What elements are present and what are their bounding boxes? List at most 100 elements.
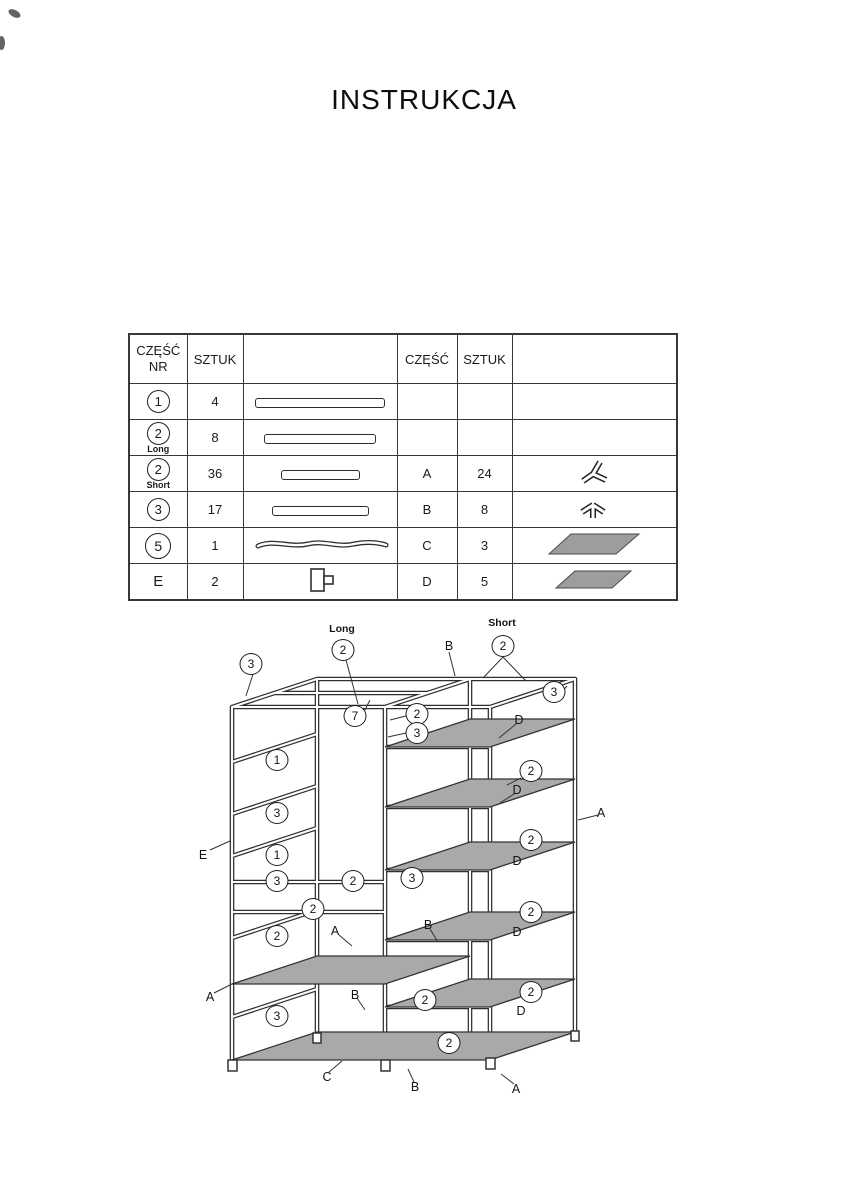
part-image-cell: [242, 455, 398, 492]
header-qty-right: SZTUK: [456, 333, 513, 384]
part-qty-cell: [456, 383, 513, 420]
diagram-part-label-3: 3: [400, 867, 424, 889]
part-letter-cell: D: [396, 563, 458, 601]
part-number-circled: 1: [146, 390, 170, 413]
diagram-letter-label-b: B: [410, 1080, 420, 1094]
part-qty-cell: 3: [456, 527, 513, 564]
tee-connector-icon: [580, 502, 606, 518]
diagram-letter-label-d: D: [516, 1004, 526, 1018]
diagram-part-label-1: 1: [265, 844, 289, 866]
part-qty-cell: 2: [186, 563, 244, 601]
part-qty-cell: 36: [186, 455, 244, 492]
corner-connector-icon: [581, 460, 608, 484]
table-row-part-5: 5 1 C 3: [128, 527, 678, 564]
diagram-part-label-3: 3: [265, 1005, 289, 1027]
part-image-cell: [511, 419, 678, 456]
part-image-cell: [511, 527, 678, 564]
shelf-panel: [384, 778, 576, 808]
scan-artifact: [7, 7, 22, 20]
part-image-cell: [242, 491, 398, 528]
diagram-letter-label-d: D: [512, 783, 522, 797]
diagram-part-label-2: 2: [519, 981, 543, 1003]
part-image-cell: [511, 383, 678, 420]
part-caption: Short: [146, 479, 171, 490]
part-image-cell: [242, 527, 398, 564]
table-header-row: CZĘŚĆ NR SZTUK CZĘŚĆ SZTUK: [128, 333, 678, 384]
diagram-letter-label-b: B: [350, 988, 360, 1002]
part-number-plain: E: [153, 573, 164, 590]
fabric-panel-small-icon: [554, 570, 633, 589]
part-letter-cell: [396, 419, 458, 456]
diagram-caption-long: Long: [329, 623, 355, 635]
table-row-part-2-long: 2 Long 8: [128, 419, 678, 456]
part-qty-cell: 24: [456, 455, 513, 492]
part-qty-cell: 5: [456, 563, 513, 601]
curved-rail-icon: [255, 539, 389, 549]
diagram-part-label-2: 2: [265, 925, 289, 947]
part-number-circled: 3: [146, 498, 170, 521]
part-number-circled: 5: [145, 532, 172, 559]
diagram-letter-label-b: B: [423, 918, 433, 932]
part-number-circled: 2: [146, 457, 170, 481]
part-qty-cell: 8: [456, 491, 513, 528]
part-number-cell: E: [128, 563, 188, 601]
fabric-panel-large-icon: [547, 533, 641, 555]
corner-bracket-icon: [310, 568, 334, 592]
part-letter-cell: A: [396, 455, 458, 492]
part-qty-cell: 17: [186, 491, 244, 528]
diagram-letter-label-c: C: [322, 1070, 332, 1084]
diagram-part-label-3: 3: [265, 870, 289, 892]
diagram-letter-label-b: B: [444, 639, 454, 653]
header-image-right: [511, 333, 678, 384]
diagram-part-label-2: 2: [331, 639, 355, 661]
shelf-panel: [384, 718, 576, 748]
diagram-letter-label-a: A: [330, 924, 340, 938]
long-bar-icon: [264, 433, 376, 444]
part-image-cell: [511, 491, 678, 528]
part-image-cell: [511, 563, 678, 601]
parts-table: CZĘŚĆ NR SZTUK CZĘŚĆ SZTUK 1 4: [128, 333, 678, 601]
diagram-part-label-2: 2: [519, 760, 543, 782]
part-number-cell: 2 Short: [128, 455, 188, 492]
diagram-part-label-3: 3: [239, 653, 263, 675]
part-number-circled: 2: [146, 421, 170, 445]
leader-lines: [209, 651, 599, 1085]
long-bar-icon: [255, 397, 385, 408]
part-number-cell: 3: [128, 491, 188, 528]
part-image-cell: [242, 419, 398, 456]
diagram-letter-label-a: A: [511, 1082, 521, 1096]
part-letter-cell: [396, 383, 458, 420]
diagram-part-label-2: 2: [437, 1032, 461, 1054]
diagram-part-label-3: 3: [542, 681, 566, 703]
part-letter-cell: B: [396, 491, 458, 528]
part-qty-cell: 8: [186, 419, 244, 456]
part-image-cell: [511, 455, 678, 492]
part-image-cell: [242, 383, 398, 420]
table-row-part-2-short: 2 Short 36 A 24: [128, 455, 678, 492]
table-row-part-1: 1 4: [128, 383, 678, 420]
diagram-letter-label-d: D: [512, 854, 522, 868]
header-qty-left: SZTUK: [186, 333, 244, 384]
part-number-cell: 1: [128, 383, 188, 420]
part-number-cell: 5: [128, 527, 188, 564]
shelf-panel: [231, 955, 471, 985]
short-bar-icon: [280, 469, 360, 480]
diagram-letter-label-a: A: [596, 806, 606, 820]
diagram-caption-short: Short: [488, 617, 516, 629]
diagram-part-label-3: 3: [265, 802, 289, 824]
diagram-part-label-7: 7: [343, 705, 367, 727]
header-part-right: CZĘŚĆ: [396, 333, 458, 384]
header-part-nr: CZĘŚĆ NR: [128, 333, 188, 384]
medium-bar-icon: [271, 505, 369, 516]
diagram-part-label-2: 2: [491, 635, 515, 657]
part-image-cell: [242, 563, 398, 601]
diagram-part-label-2: 2: [519, 901, 543, 923]
part-qty-cell: 1: [186, 527, 244, 564]
page-title: INSTRUKCJA: [331, 84, 517, 115]
diagram-part-label-2: 2: [413, 989, 437, 1011]
diagram-part-label-3: 3: [405, 722, 429, 744]
part-letter-cell: C: [396, 527, 458, 564]
